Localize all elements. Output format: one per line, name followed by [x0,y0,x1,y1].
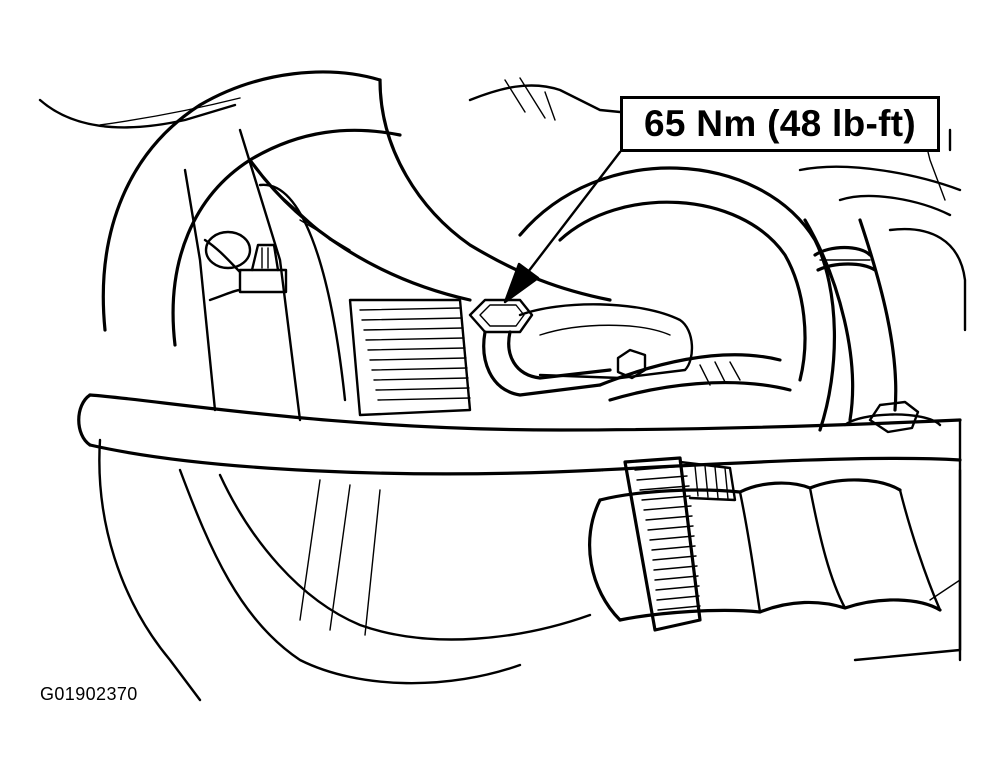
lower-right-frame [853,468,962,662]
fitting-housing-inner [539,324,671,336]
lower-left-ribs [299,479,381,636]
fitting-tube [482,330,602,397]
fitting-tube-2 [507,330,612,380]
right-hose-clamp [813,245,877,272]
cowl-bracket [468,84,622,114]
connector-clip-top [250,243,280,272]
figure-id: G01902370 [40,684,138,704]
fitting-nut-inner [479,304,525,327]
torque-callout: 65 Nm (48 lb-ft) [620,96,940,152]
clip-grommet [204,230,252,270]
ribbed-block [348,298,472,417]
torque-callout-label: 65 Nm (48 lb-ft) [643,103,917,144]
connector-pins [261,247,269,269]
hood-edge-line-2 [99,97,241,126]
hose-clamp-screw-threads [694,465,729,500]
upper-hose-bend-inner [378,78,612,302]
lower-left-cover-2 [178,468,522,685]
upper-hose-outer [101,70,382,332]
corrugated-hose-bottom [618,598,942,622]
right-pipe-bottom [608,380,792,402]
runner-5 [299,219,351,251]
hose-clamp-band [623,456,702,632]
front-hose-left-cap [77,393,92,447]
right-bolt-head [868,400,920,434]
runner-3 [258,183,347,402]
connector-clip-body [238,268,288,294]
center-hose-inner [558,200,807,382]
clip-wire [203,238,242,302]
upper-right-bracket [888,227,967,332]
cowl-bracket-inner [504,77,556,121]
callout-leader [526,150,622,274]
hose-clamp-screw [678,460,737,502]
center-hose-outer [518,166,837,432]
right-bolt-flange [843,413,942,427]
front-hose-top [88,393,962,432]
hood-edge-line [38,98,237,129]
corrugated-ribs [738,486,942,614]
right-pipe-top [598,353,782,387]
runner-1 [183,168,217,412]
fitting-housing [518,303,694,380]
runner-2 [238,128,302,422]
lower-left-cover [98,438,202,702]
right-hose-outer [803,218,855,422]
front-hose-bottom [88,443,962,476]
right-pipe-hatch [699,361,741,386]
corrugated-hose-end [588,498,622,622]
lower-right-frame-2 [929,579,961,601]
callout-arrowhead [503,262,540,304]
right-hose-inner [858,218,898,412]
lower-left-cover-3 [218,473,592,641]
hose-clamp-teeth [634,465,701,611]
upper-right-detail [798,165,962,217]
corrugated-hose-top [598,478,902,502]
